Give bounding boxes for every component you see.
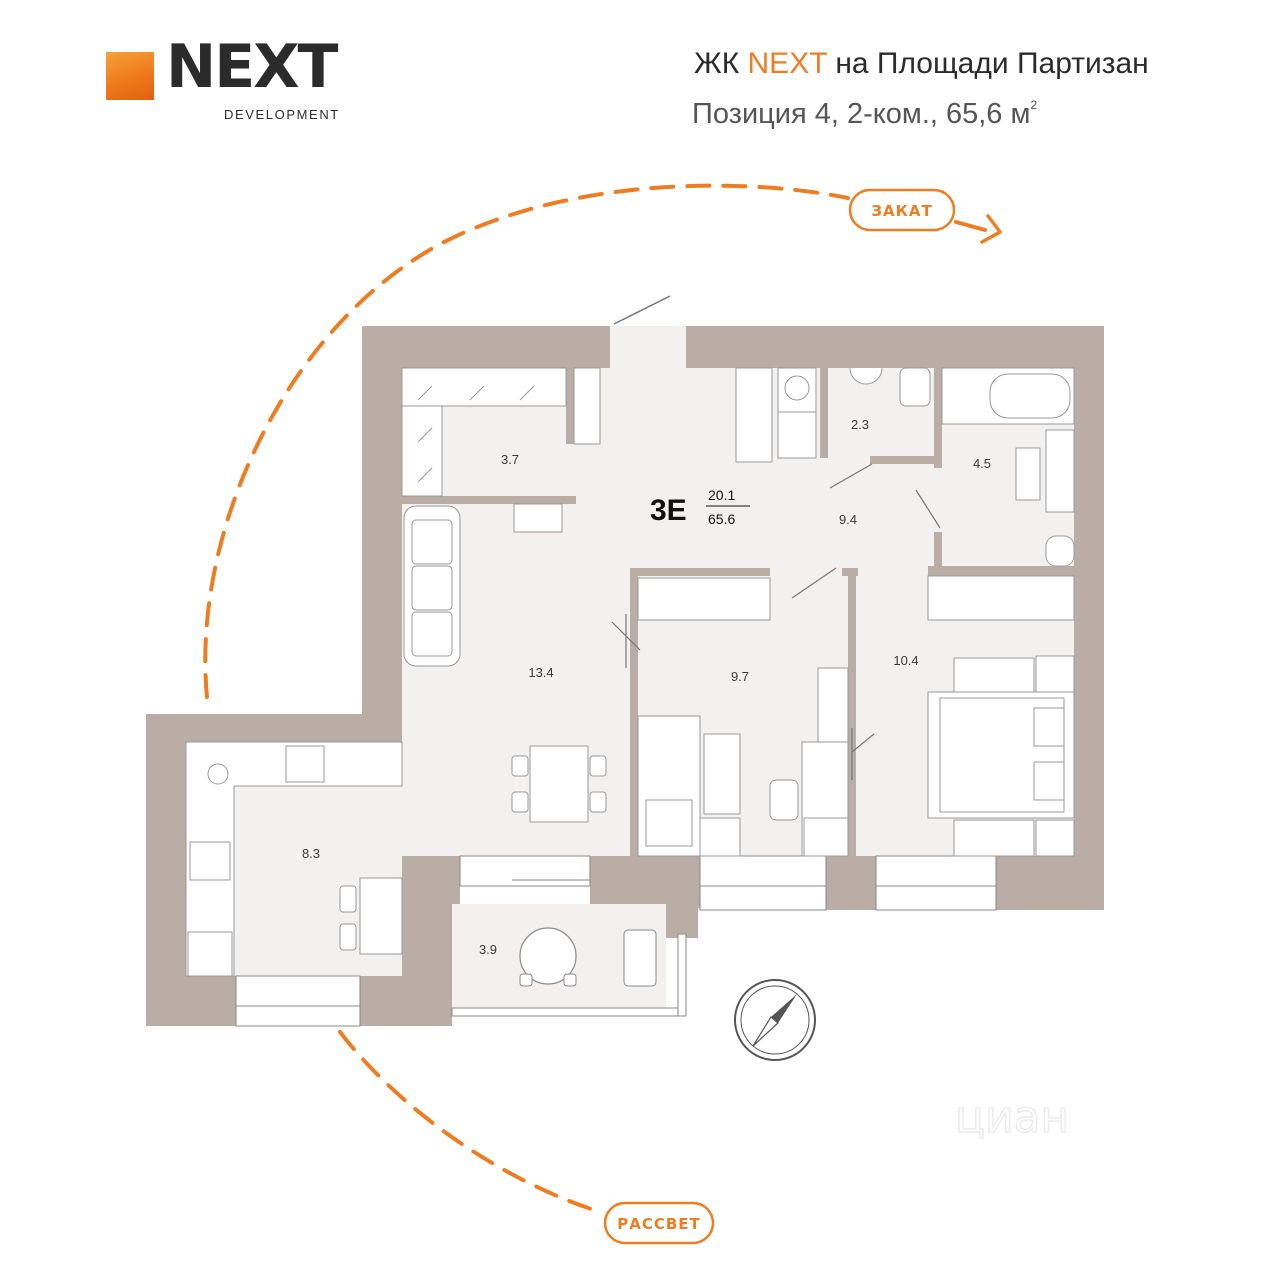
complex-title-suffix: на Площади Партизан [826,47,1149,80]
sunset-label: ЗАКАТ [871,202,932,220]
balcony [451,904,687,1017]
apartment-living-area: 20.1 [708,487,735,503]
apartment-subtitle-sup: 2 [1030,98,1038,112]
room-area-wc: 2.3 [851,417,869,432]
sun-path-tail [954,220,987,232]
sun-path-arc [203,183,850,699]
room-area-balcony: 3.9 [479,942,497,957]
logo-square-icon [106,52,154,100]
walls [146,326,1104,1026]
wardrobe-furniture [401,367,601,497]
developer-logo: NEXT DEVELOPMENT [106,37,376,125]
bathroom-furniture [941,367,1075,567]
bedroom1-furniture [637,577,849,857]
room-area-living: 13.4 [528,665,553,680]
room-area-kitchen: 8.3 [302,846,320,861]
entry-door-leaf [613,295,671,325]
interior-walls [186,368,1074,976]
kitchen-furniture [185,741,403,977]
bedroom2-furniture [927,575,1075,857]
complex-title-prefix: ЖК [694,47,748,80]
watermark-text: циан [955,1092,1069,1143]
windows [235,855,997,1027]
room-area-bedroom-2: 10.4 [893,653,918,668]
apartment-total-area: 65.6 [708,511,735,527]
complex-title-brand: NEXT [747,47,827,80]
room-area-bathroom: 4.5 [973,456,991,471]
room-area-hall: 9.4 [839,512,857,527]
logo-subtitle: DEVELOPMENT [224,107,340,122]
logo-wordmark: NEXT [166,32,338,102]
apartment-code-block: 3E 20.1 65.6 [650,487,750,527]
room-area-bedroom-1: 9.7 [731,669,749,684]
sunset-badge: ЗАКАТ [848,188,956,232]
apartment-subtitle: Позиция 4, 2-ком., 65,6 м2 [692,98,1037,131]
wc-furniture [735,367,931,463]
sunrise-label: РАССВЕТ [617,1215,701,1233]
complex-title: ЖК NEXT на Площади Партизан [694,47,1149,81]
compass-icon [734,979,816,1061]
arrow-right-icon [980,214,1002,244]
living-furniture [403,503,607,823]
sun-path-arc-lower [338,1030,602,1214]
apartment-subtitle-text: Позиция 4, 2-ком., 65,6 м [692,98,1031,130]
room-area-wardrobe: 3.7 [501,452,519,467]
sunrise-badge: РАССВЕТ [603,1201,715,1245]
apartment-code: 3E [650,494,687,527]
room-labels: 3.7 2.3 4.5 9.4 13.4 9.7 10.4 8.3 3.9 [302,417,991,957]
